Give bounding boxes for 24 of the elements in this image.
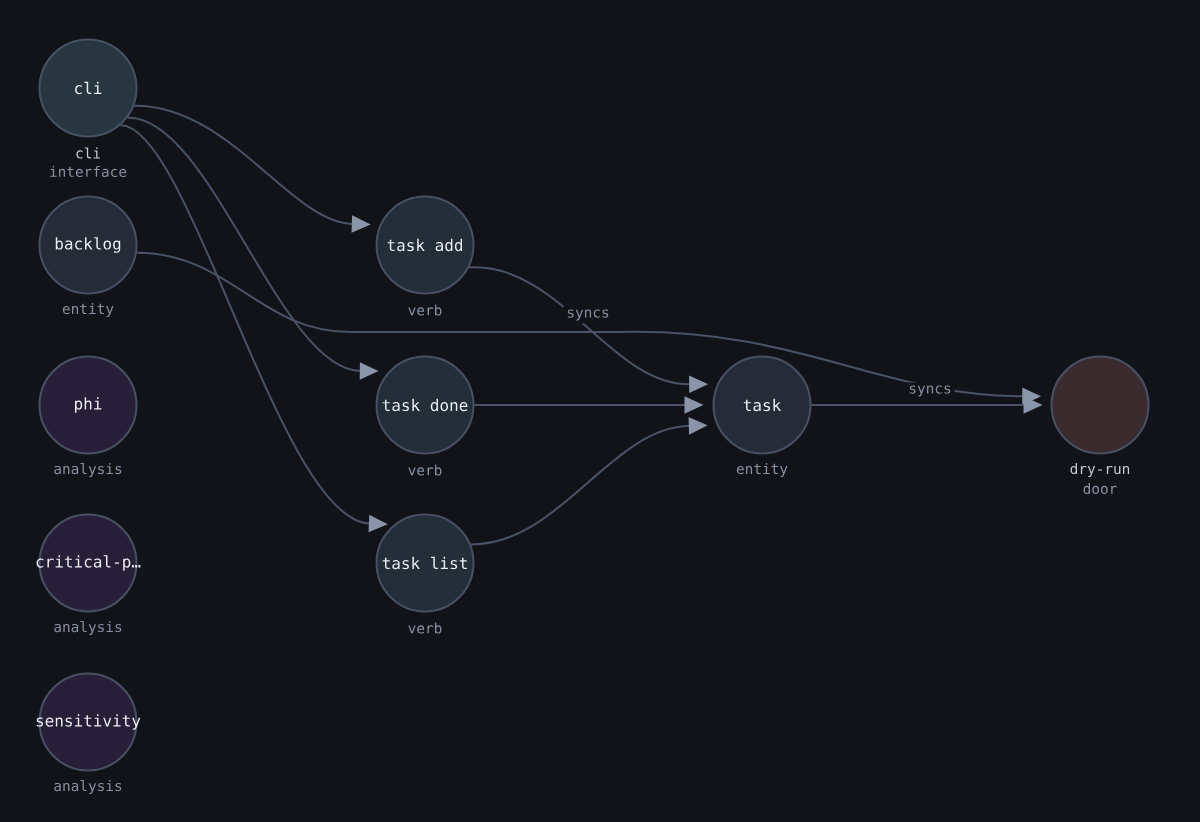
circle-node [1050,355,1150,455]
node-caption: entity [736,463,788,477]
circle-node: task list [375,513,475,613]
node-caption: cli [76,147,100,159]
circle-node: backlog [38,195,138,295]
node-caption: analysis [54,463,122,477]
circle-node: task done [375,355,475,455]
node-caption: verb [408,622,442,634]
node-caption: analysis [54,621,122,635]
circle-node: critical-p… [36,513,141,613]
node-caption: interface [50,165,127,178]
node-caption: entity [62,303,114,317]
circle-node: cli [38,38,138,138]
circle-node: sensitivity [36,672,141,772]
node-caption: dry-run [1070,463,1130,477]
edge-label: syncs [905,382,955,400]
node-caption: analysis [54,780,122,794]
edge-label: syncs [563,306,613,324]
node-caption: verb [408,304,442,316]
circle-node: phi [38,355,138,455]
circle-node: task add [375,195,475,295]
node-caption: verb [408,464,442,476]
node-caption: door [1083,482,1117,495]
circle-node: task [712,355,812,455]
